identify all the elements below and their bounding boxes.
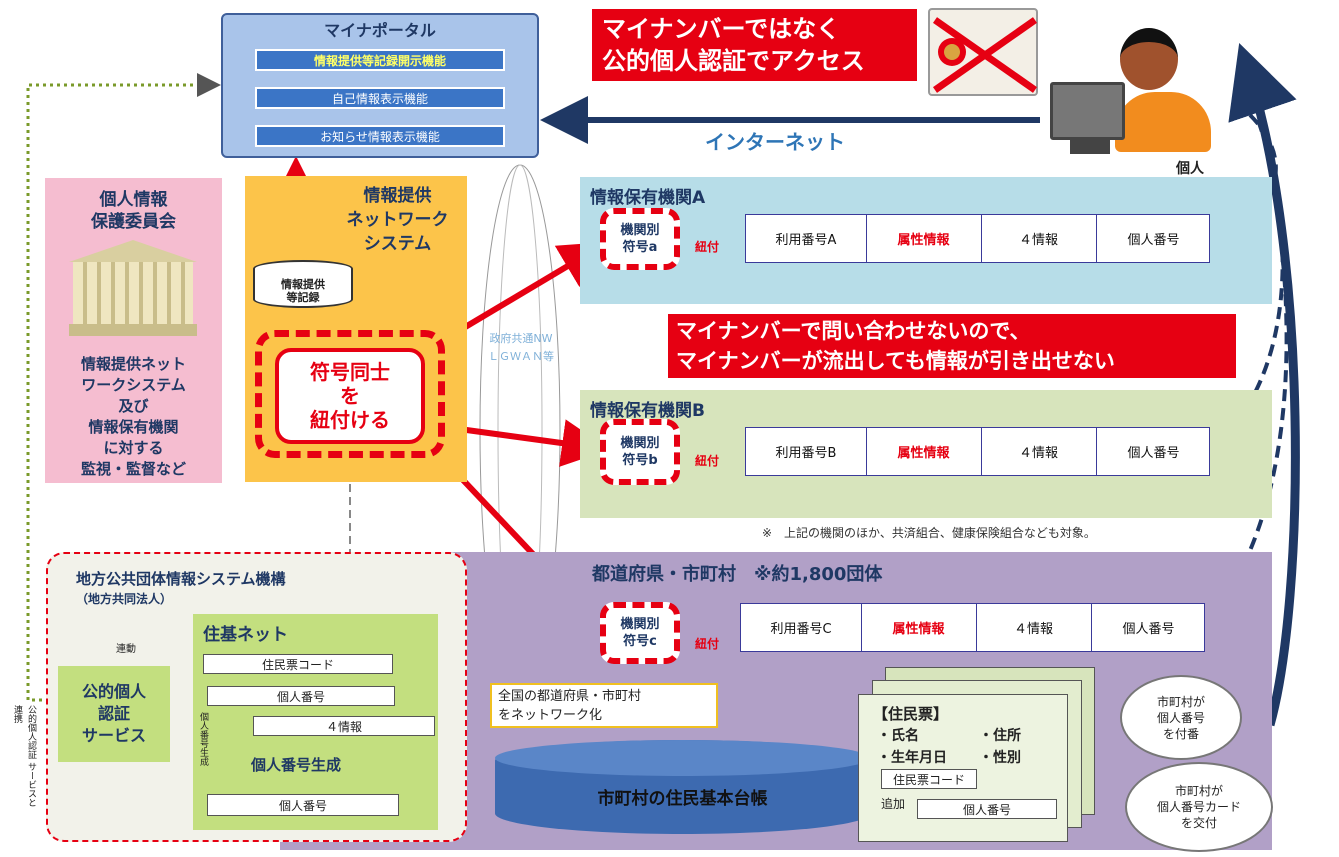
network-note-box: 全国の都道府県・市町村 をネットワーク化 <box>490 683 718 728</box>
building-icon <box>69 240 197 336</box>
agency-b-cell-four: ４情報 <box>981 428 1097 475</box>
municipality-table: 利用番号C 属性情報 ４情報 個人番号 <box>740 603 1205 652</box>
internet-label: インターネット <box>705 129 845 154</box>
commission-title-line1: 個人情報 <box>99 189 168 210</box>
jlis-link-label: 連動 <box>116 644 136 655</box>
access-note-box: マイナンバーではなく 公的個人認証でアクセス <box>592 9 917 81</box>
agency-b-cell-attr: 属性情報 <box>866 428 982 475</box>
resident-ledger-cylinder: 市町村の住民基本台帳 <box>495 740 870 834</box>
linking-core-box: 符号同士 を 紐付ける <box>275 348 425 444</box>
agency-a-cell-number: 個人番号 <box>1127 233 1180 248</box>
jlis-title: 地方公共団体情報システム機構 <box>76 570 286 588</box>
mynaportal-panel: マイナポータル 情報提供等記録開示機能 自己情報表示機能 お知らせ情報表示機能 <box>221 13 539 158</box>
jukinet-panel: 住基ネット 住民票コード 個人番号 ４情報 個人番号生成 個人番号 <box>193 614 438 830</box>
public-auth-service: 公的個人 認証 サービス <box>58 666 170 762</box>
privacy-commission-panel: 個人情報 保護委員会 情報提供ネット ワークシステム 及び 情報保有機関 に対す… <box>45 178 222 483</box>
number-gen-title: 個人番号生成 <box>251 756 342 774</box>
linking-core-outline <box>255 330 445 458</box>
agency-a-table: 利用番号A 属性情報 ４情報 個人番号 <box>745 214 1210 263</box>
agency-a-cell-usenum: 利用番号A <box>746 215 867 262</box>
records-database-icon: 情報提供 等記録 <box>253 260 353 308</box>
agency-a-code: 機関別 符号a <box>600 208 680 270</box>
agency-b-code: 機関別 符号b <box>600 419 680 485</box>
access-note-line2: 公的個人認証でアクセス <box>602 47 865 75</box>
footnote: ※ 上記の機関のほか、共済組合、健康保険組合なども対象。 <box>762 526 1096 540</box>
resident-ledger-label: 市町村の住民基本台帳 <box>597 788 768 809</box>
number-gen-vertical-label: 個人番号生成 <box>198 712 208 766</box>
agency-a-link-label: 紐付 <box>694 239 719 254</box>
agency-b-table: 利用番号B 属性情報 ４情報 個人番号 <box>745 427 1210 476</box>
agency-a-title: 情報保有機関A <box>590 188 706 208</box>
municipality-title: 都道府県・市町村 ※約1,800団体 <box>592 564 883 585</box>
auth-side-label: 公的個人認証 サービスと連携 <box>12 705 36 807</box>
safety-note-box: マイナンバーで問い合わせないので、 マイナンバーが流出しても情報が引き出せない <box>668 314 1236 378</box>
safety-note-line1: マイナンバーで問い合わせないので、 <box>676 319 1031 343</box>
municipality-cell-four: ４情報 <box>976 604 1092 651</box>
municipality-cell-number: 個人番号 <box>1122 622 1175 637</box>
person-label: 個人 <box>1176 161 1204 177</box>
jukinet-number: 個人番号 <box>207 686 395 706</box>
access-note-line1: マイナンバーではなく <box>602 15 841 43</box>
jlis-subtitle: （地方共同法人） <box>76 592 173 606</box>
agency-b-cell-number: 個人番号 <box>1127 446 1180 461</box>
resident-card-code: 住民票コード <box>881 769 977 789</box>
added-mark: 追加 <box>881 797 906 811</box>
safety-note-line2: マイナンバーが流出しても情報が引き出せない <box>676 349 1115 373</box>
agency-a-cell-four: ４情報 <box>981 215 1097 262</box>
municipality-cell-attr: 属性情報 <box>861 604 977 651</box>
jukinet-code: 住民票コード <box>203 654 393 674</box>
resident-card: 【住民票】 ・氏名 ・住所 ・生年月日 ・性別 住民票コード 追加 個人番号 <box>858 694 1068 842</box>
lgwan-label: 政府共通NW ＬＧＷＡＮ等 <box>488 332 554 363</box>
portal-item-records[interactable]: 情報提供等記録開示機能 <box>255 49 505 71</box>
commission-desc: 情報提供ネット ワークシステム 及び 情報保有機関 に対する 監視・監督など <box>80 355 186 478</box>
agency-a-cell-attr: 属性情報 <box>866 215 982 262</box>
municipality-link-label: 紐付 <box>694 636 719 651</box>
jukinet-title: 住基ネット <box>203 625 288 645</box>
jukinet-four: ４情報 <box>253 716 435 736</box>
network-title: 情報提供 ネットワーク システム <box>346 186 449 254</box>
cloud-issue-card: 市町村が 個人番号カード を交付 <box>1125 762 1273 852</box>
agency-b-link-label: 紐付 <box>694 453 719 468</box>
cloud-assign-number: 市町村が 個人番号 を付番 <box>1120 675 1242 760</box>
agency-b-title: 情報保有機関B <box>590 401 705 421</box>
agency-b-cell-usenum: 利用番号B <box>746 428 867 475</box>
portal-item-self-info[interactable]: 自己情報表示機能 <box>255 87 505 109</box>
mynumber-card-icon <box>928 8 1038 96</box>
commission-title-line2: 保護委員会 <box>91 211 176 232</box>
resident-card-number: 個人番号 <box>917 799 1057 819</box>
municipality-cell-usenum: 利用番号C <box>741 604 862 651</box>
municipality-code: 機関別 符号c <box>600 602 680 664</box>
portal-item-notice[interactable]: お知らせ情報表示機能 <box>255 125 505 147</box>
person-icon <box>1040 10 1220 160</box>
portal-title: マイナポータル <box>324 21 436 40</box>
info-network-system-panel: 情報提供 ネットワーク システム 情報提供 等記録 符号同士 を 紐付ける <box>245 176 467 482</box>
number-gen-number: 個人番号 <box>207 794 399 816</box>
resident-card-title: 【住民票】 <box>873 705 949 723</box>
